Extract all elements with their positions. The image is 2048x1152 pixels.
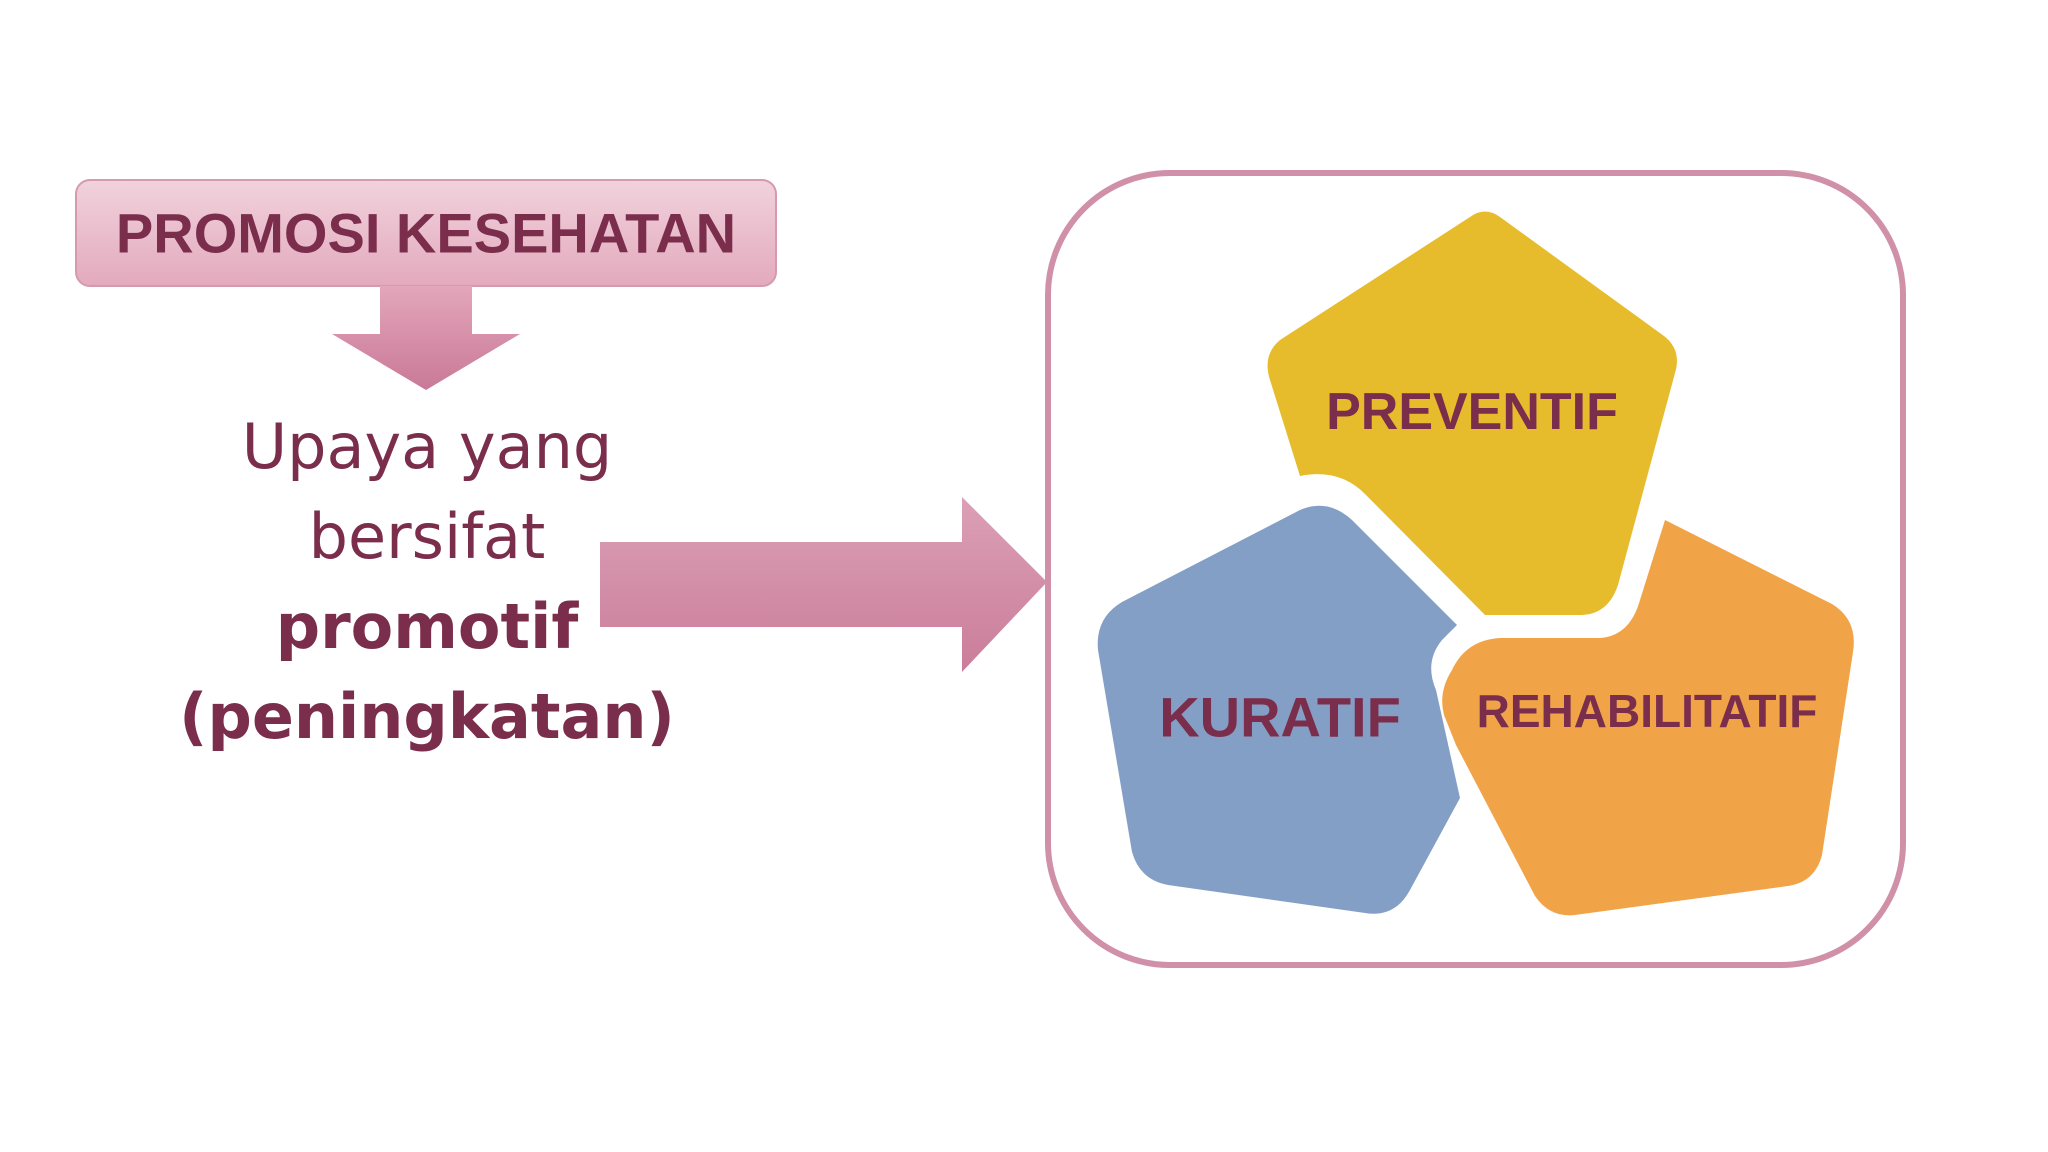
down-arrow-icon — [332, 286, 520, 390]
kuratif-label: KURATIF — [1159, 686, 1401, 749]
title-label: PROMOSI KESEHATAN — [116, 202, 736, 265]
kuratif-pentagon: KURATIF — [1097, 505, 1460, 914]
description-line-4: (peningkatan) — [179, 680, 675, 753]
description-text: Upaya yang bersifat promotif (peningkata… — [150, 402, 704, 762]
preventif-pentagon: PREVENTIF — [1267, 211, 1677, 615]
preventif-label: PREVENTIF — [1326, 383, 1618, 441]
description-line-1: Upaya yang — [241, 410, 613, 483]
right-arrow-icon — [600, 497, 1047, 672]
description-line-3: promotif — [275, 590, 579, 663]
description-line-2: bersifat — [308, 500, 546, 573]
rehabilitatif-label: REHABILITATIF — [1477, 685, 1818, 737]
title-box: PROMOSI KESEHATAN — [75, 179, 777, 287]
rehabilitatif-pentagon: REHABILITATIF — [1442, 520, 1854, 916]
